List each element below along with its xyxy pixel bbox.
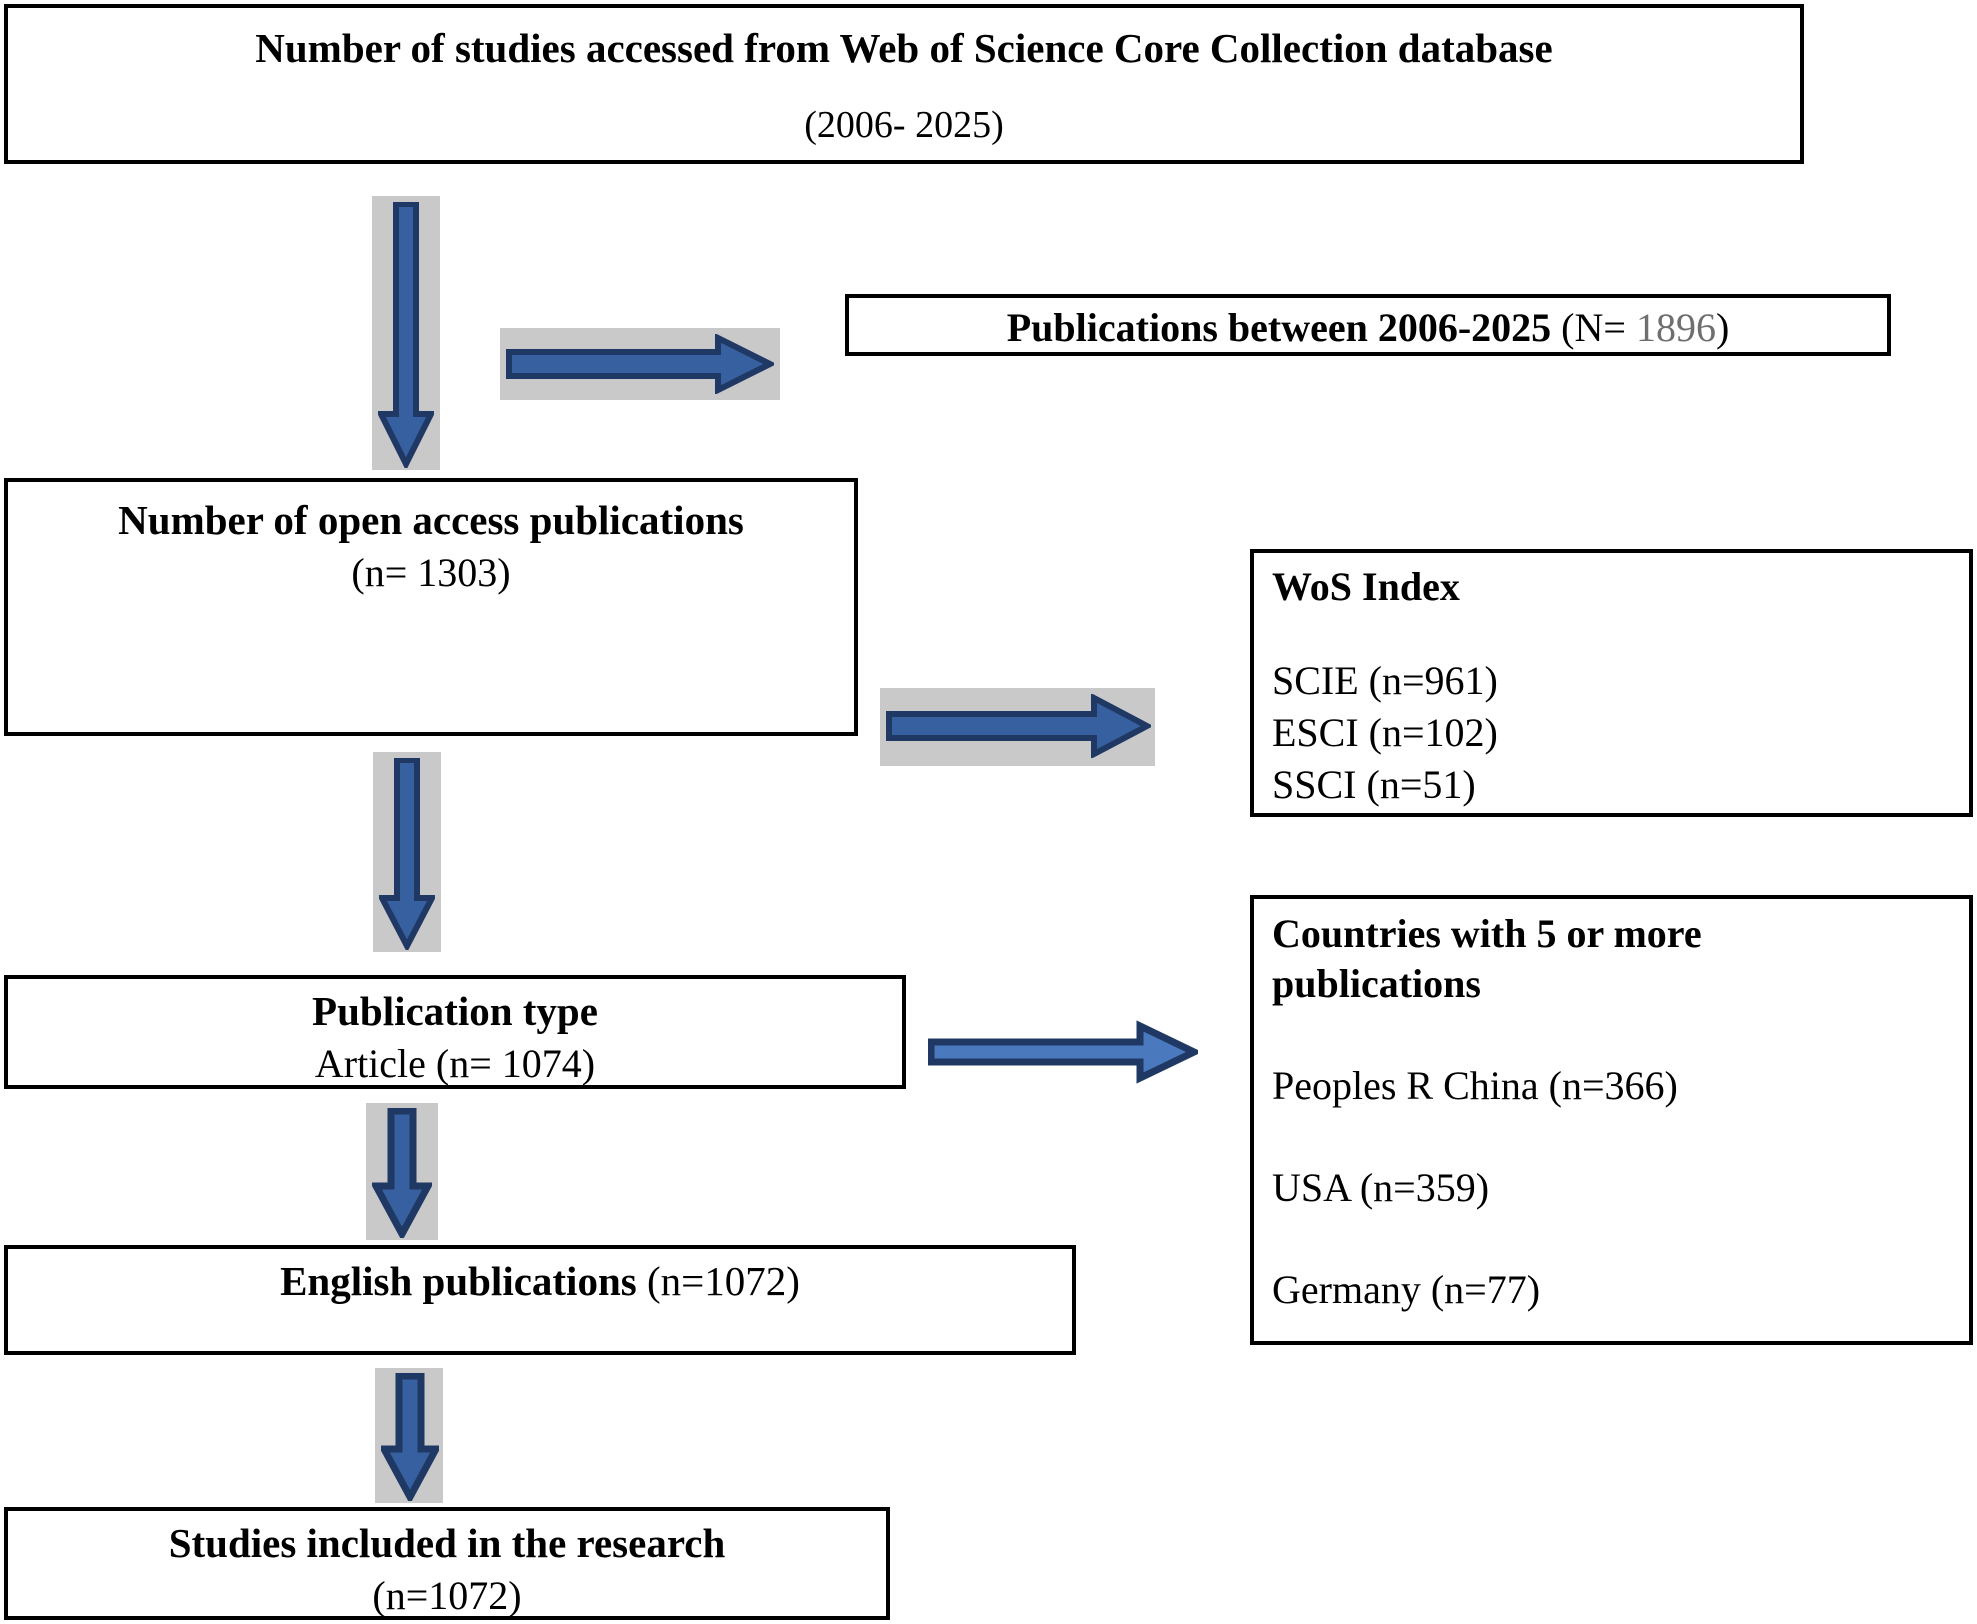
english-label: English publications — [280, 1258, 637, 1304]
box-wos-index: WoS Index SCIE (n=961) ESCI (n=102) SSCI… — [1250, 549, 1973, 817]
publications-count-close: ) — [1715, 305, 1730, 350]
source-line2: (2006- 2025) — [804, 104, 1004, 147]
countries-heading-line1: Countries with 5 or more — [1272, 911, 1702, 956]
publication-type-line2: Article (n= 1074) — [314, 1041, 596, 1087]
box-publication-type: Publication type Article (n= 1074) — [4, 975, 906, 1089]
open-access-line2: (n= 1303) — [351, 550, 511, 596]
source-line1: Number of studies accessed from Web of S… — [255, 25, 1553, 71]
publications-count-open: (N= — [1551, 305, 1636, 350]
wos-index-item-2: SSCI (n=51) — [1272, 762, 1476, 807]
included-line1: Studies included in the research — [168, 1520, 726, 1566]
box-open-access: Number of open access publications (n= 1… — [4, 478, 858, 736]
down-arrow-open-access-to-type — [379, 758, 435, 950]
english-count: (n=1072) — [636, 1258, 800, 1304]
box-source-database: Number of studies accessed from Web of S… — [4, 4, 1804, 164]
box-publications-range: Publications between 2006-2025 (N= 1896) — [845, 294, 1891, 356]
publications-label: Publications between 2006-2025 — [1006, 305, 1552, 350]
right-arrow-to-wos-index — [886, 694, 1151, 758]
down-arrow-source-to-open-access — [378, 202, 434, 468]
open-access-line1: Number of open access publications — [118, 497, 744, 543]
box-countries: Countries with 5 or more publications Pe… — [1250, 895, 1973, 1345]
right-arrow-to-publications — [506, 334, 774, 394]
down-arrow-type-to-english — [372, 1108, 432, 1238]
wos-index-heading: WoS Index — [1272, 564, 1460, 609]
countries-item-0: Peoples R China (n=366) — [1272, 1063, 1678, 1108]
countries-heading-line2: publications — [1272, 961, 1481, 1006]
included-line2: (n=1072) — [372, 1573, 522, 1619]
box-studies-included: Studies included in the research (n=1072… — [4, 1507, 890, 1620]
wos-index-item-0: SCIE (n=961) — [1272, 658, 1498, 703]
publications-count-value: 1896 — [1635, 305, 1716, 350]
wos-index-item-1: ESCI (n=102) — [1272, 710, 1498, 755]
publication-type-line1: Publication type — [312, 988, 598, 1034]
countries-item-1: USA (n=359) — [1272, 1165, 1490, 1210]
down-arrow-english-to-included — [381, 1373, 439, 1501]
box-english-publications: English publications (n=1072) — [4, 1245, 1076, 1355]
right-arrow-to-countries — [928, 1020, 1198, 1084]
countries-item-2: Germany (n=77) — [1272, 1267, 1541, 1312]
